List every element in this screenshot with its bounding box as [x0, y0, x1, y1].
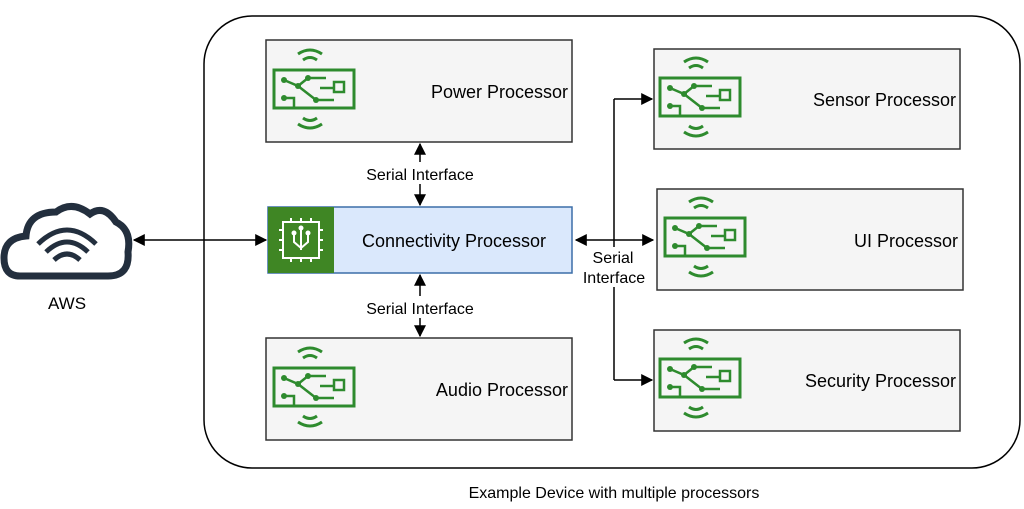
aws-cloud-icon — [0, 203, 133, 280]
aws-label: AWS — [48, 294, 86, 313]
ui-processor-box[interactable]: UI Processor — [656, 188, 964, 291]
security-processor-box[interactable]: Security Processor — [653, 329, 961, 432]
serial-interface-label-bottom: Serial Interface — [366, 301, 474, 318]
serial-interface-label-top: Serial Interface — [366, 167, 474, 184]
audio-processor-label: Audio Processor — [436, 380, 568, 400]
interface-label-right: Interface — [583, 270, 645, 287]
sensor-processor-label: Sensor Processor — [813, 90, 956, 110]
label-background — [578, 247, 652, 287]
sensor-processor-box[interactable]: Sensor Processor — [653, 48, 961, 150]
security-processor-label: Security Processor — [805, 371, 956, 391]
label-background — [356, 162, 484, 184]
serial-label-right: Serial — [593, 250, 634, 267]
label-background — [356, 296, 484, 318]
iot-chip-icon — [279, 218, 323, 262]
connectivity-processor-box[interactable]: Connectivity Processor — [267, 206, 573, 274]
ui-processor-label: UI Processor — [854, 231, 958, 251]
power-processor-box[interactable]: Power Processor — [265, 39, 573, 143]
connectivity-processor-label: Connectivity Processor — [362, 231, 546, 251]
audio-processor-box[interactable]: Audio Processor — [265, 337, 573, 441]
diagram-caption: Example Device with multiple processors — [469, 485, 760, 502]
power-processor-label: Power Processor — [431, 82, 568, 102]
